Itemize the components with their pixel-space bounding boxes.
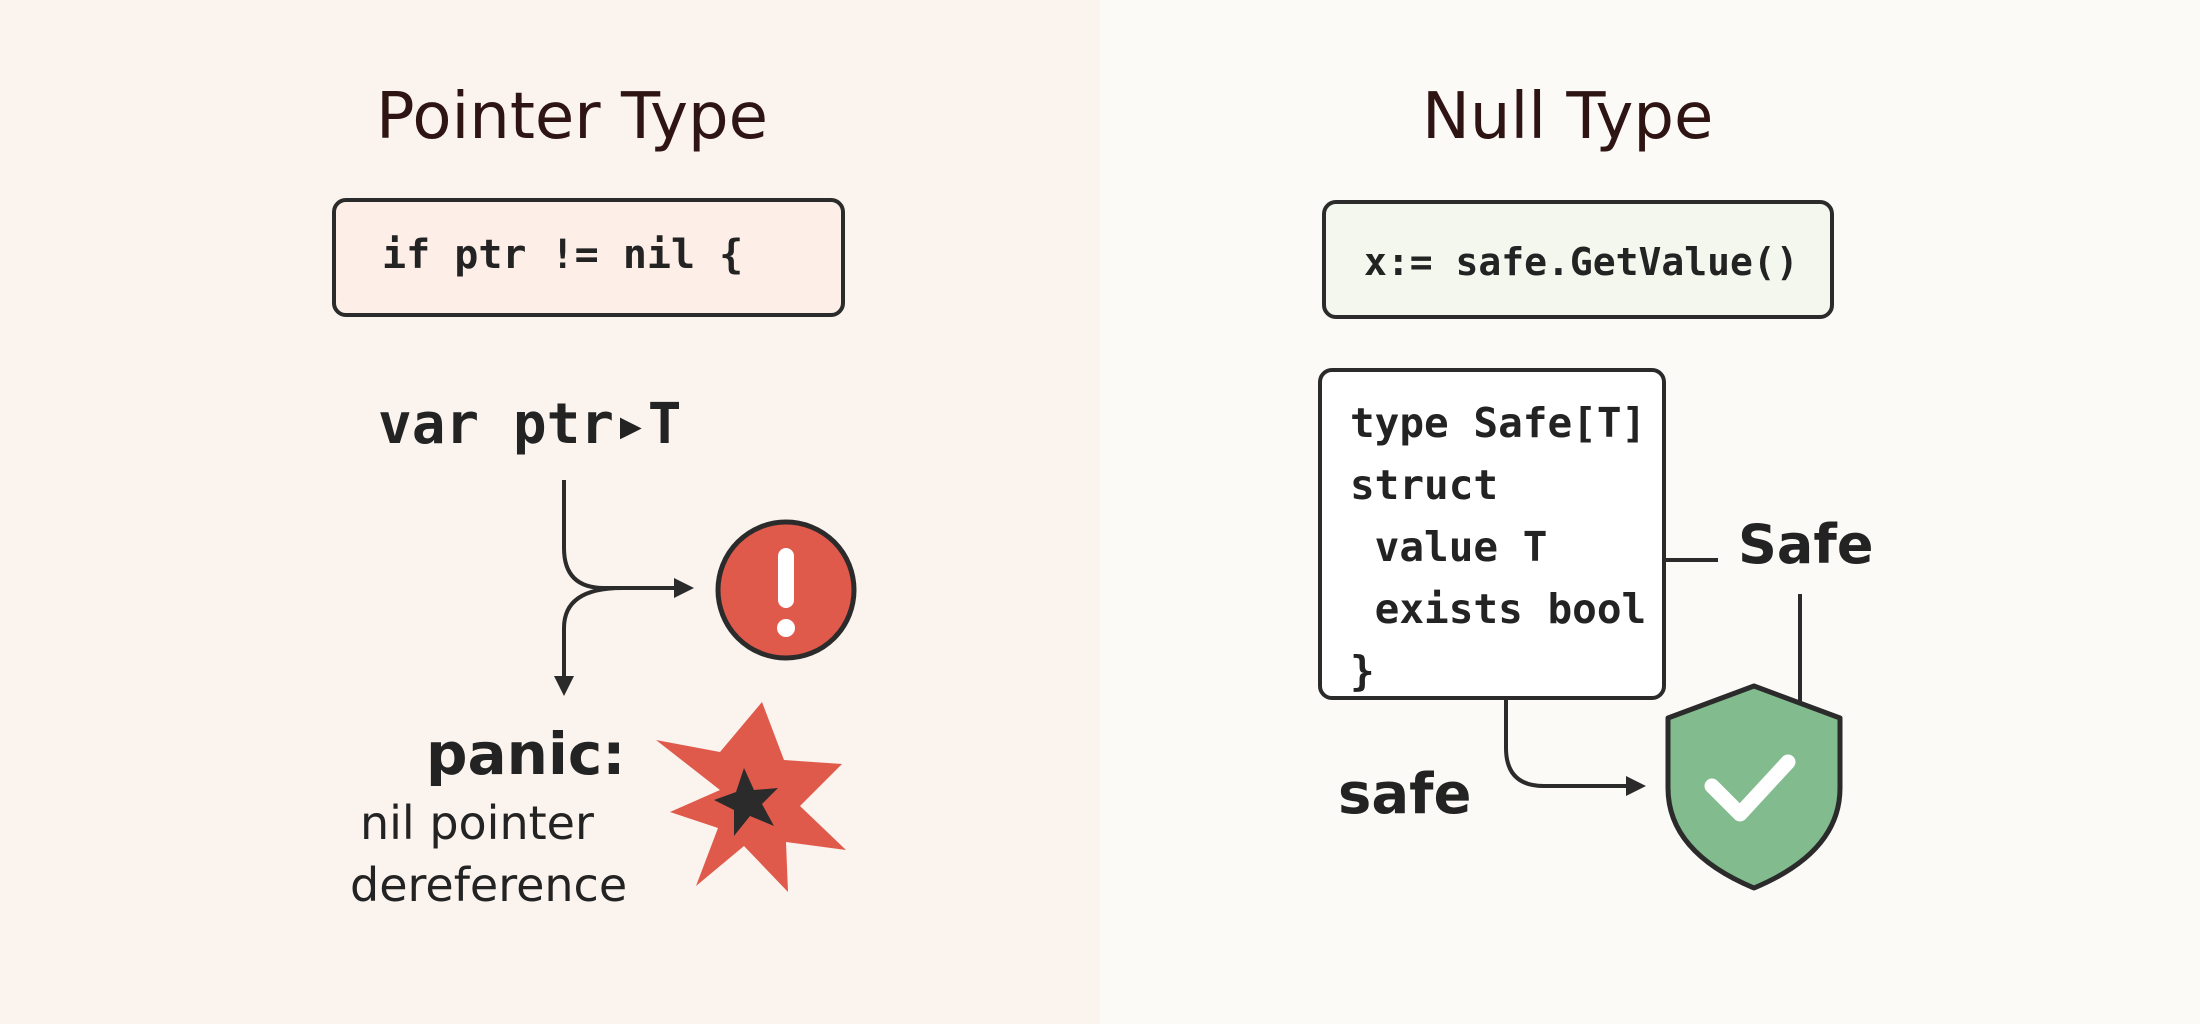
panic-label: panic: bbox=[426, 720, 626, 788]
pointer-declaration: var ptr▸T bbox=[378, 392, 682, 457]
pointer-type-title: Pointer Type bbox=[376, 80, 768, 154]
explosion-icon bbox=[656, 702, 846, 892]
panic-message-line-1: nil pointer bbox=[360, 796, 594, 850]
struct-line: struct bbox=[1350, 461, 1499, 509]
panic-message-line-2: dereference bbox=[350, 858, 628, 912]
nil-check-code: if ptr != nil { bbox=[382, 232, 744, 278]
safe-label: Safe bbox=[1738, 513, 1874, 576]
null-type-title: Null Type bbox=[1422, 80, 1714, 154]
flow-arrow-to-shield bbox=[1504, 700, 1646, 796]
flow-arrow-to-warning bbox=[562, 480, 694, 598]
shield-check-icon bbox=[1665, 683, 1843, 891]
safe-value-label: safe bbox=[1338, 762, 1472, 827]
get-value-code: x:= safe.GetValue() bbox=[1364, 240, 1799, 284]
struct-line: exists bool bbox=[1350, 585, 1647, 633]
struct-line: value T bbox=[1350, 523, 1548, 571]
exclamation-icon bbox=[715, 519, 857, 661]
get-value-code-box: x:= safe.GetValue() bbox=[1322, 200, 1834, 319]
null-type-panel: Null Type x:= safe.GetValue() type Safe[… bbox=[1100, 0, 2200, 1024]
safe-struct-code-box: type Safe[T] struct value T exists bool … bbox=[1318, 368, 1666, 700]
nil-check-code-box: if ptr != nil { bbox=[332, 198, 845, 317]
flow-arrow-to-panic bbox=[554, 586, 623, 696]
struct-line: } bbox=[1350, 647, 1375, 695]
pointer-type-panel: Pointer Type if ptr != nil { var ptr▸T p… bbox=[332, 80, 845, 912]
struct-line: type Safe[T] bbox=[1350, 399, 1647, 447]
